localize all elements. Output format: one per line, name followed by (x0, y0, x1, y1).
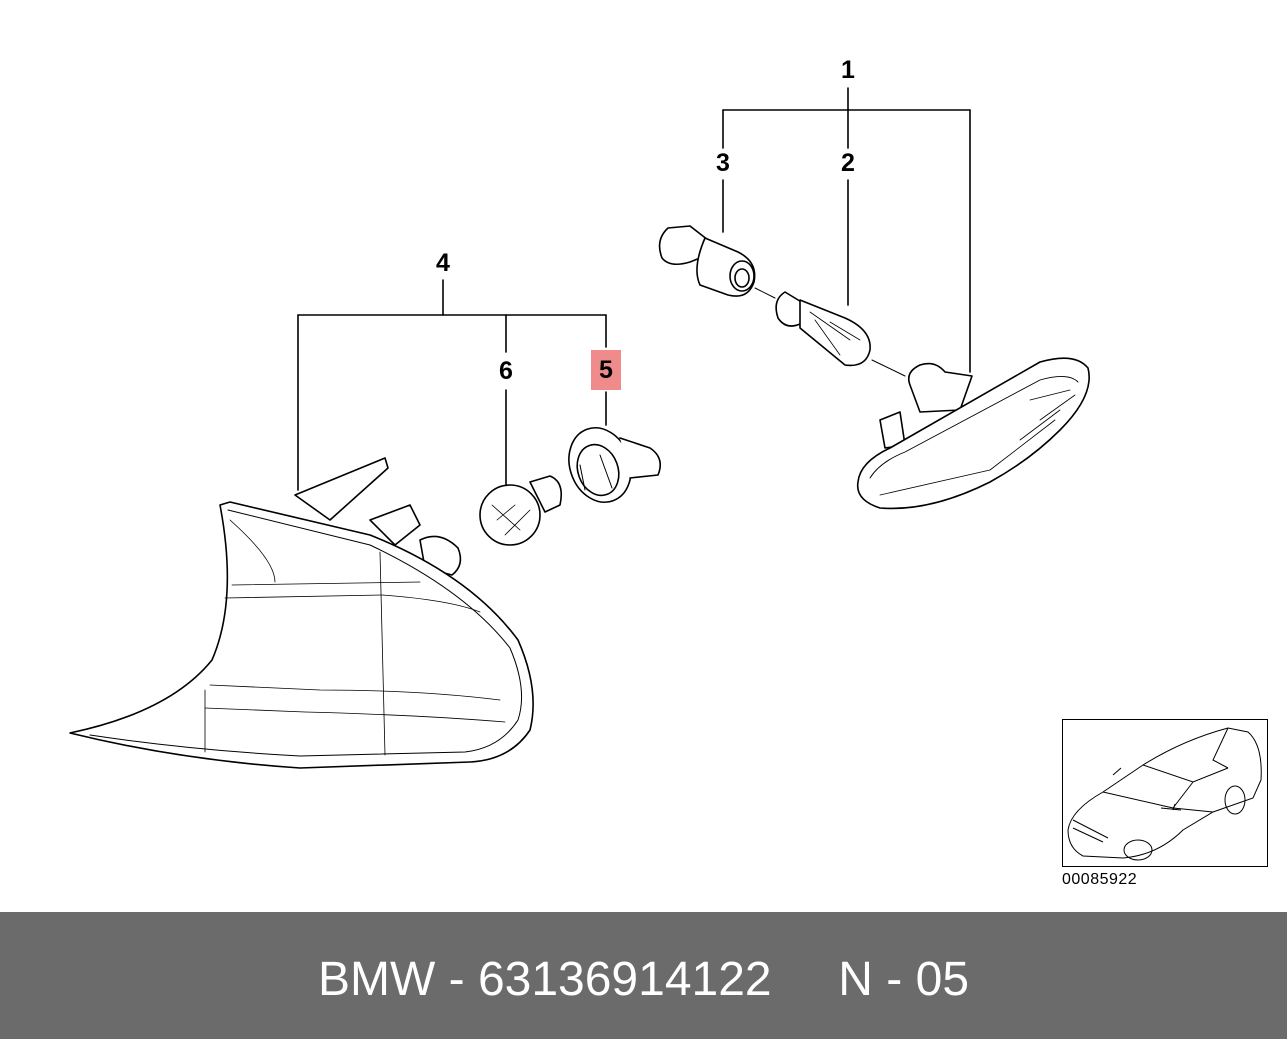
diagram-reference-code: 00085922 (1062, 871, 1138, 888)
bulb-holder-part-5 (568, 427, 661, 503)
bulb-socket-part-3 (658, 225, 776, 299)
callout-5-highlighted: 5 (591, 350, 621, 390)
footer-separator: - (448, 953, 465, 1006)
small-bulb-part-2 (775, 291, 906, 377)
callout-4: 4 (436, 249, 450, 277)
callout-1: 1 (841, 56, 855, 84)
footer-part-info: BMW - 63136914122 N - 05 (0, 952, 1287, 1007)
footer-brand: BMW (317, 953, 436, 1006)
leader-lines-group-4 (297, 279, 607, 491)
large-bulb-part-6 (479, 475, 563, 546)
parts-diagram (69, 87, 1090, 769)
callout-6: 6 (499, 357, 513, 385)
side-marker-lamp-part-1 (856, 357, 1090, 510)
footer-part-number: 63136914122 (477, 953, 772, 1006)
car-outline-icon (1067, 727, 1262, 861)
callout-2: 2 (841, 149, 855, 177)
footer-banner: BMW - 63136914122 N - 05 (0, 912, 1287, 1039)
turn-indicator-housing-part-4 (69, 457, 534, 769)
footer-position: N - 05 (838, 953, 970, 1006)
leader-lines-group-1 (722, 87, 971, 373)
vehicle-location-inset (1062, 719, 1268, 867)
callout-3: 3 (716, 149, 730, 177)
